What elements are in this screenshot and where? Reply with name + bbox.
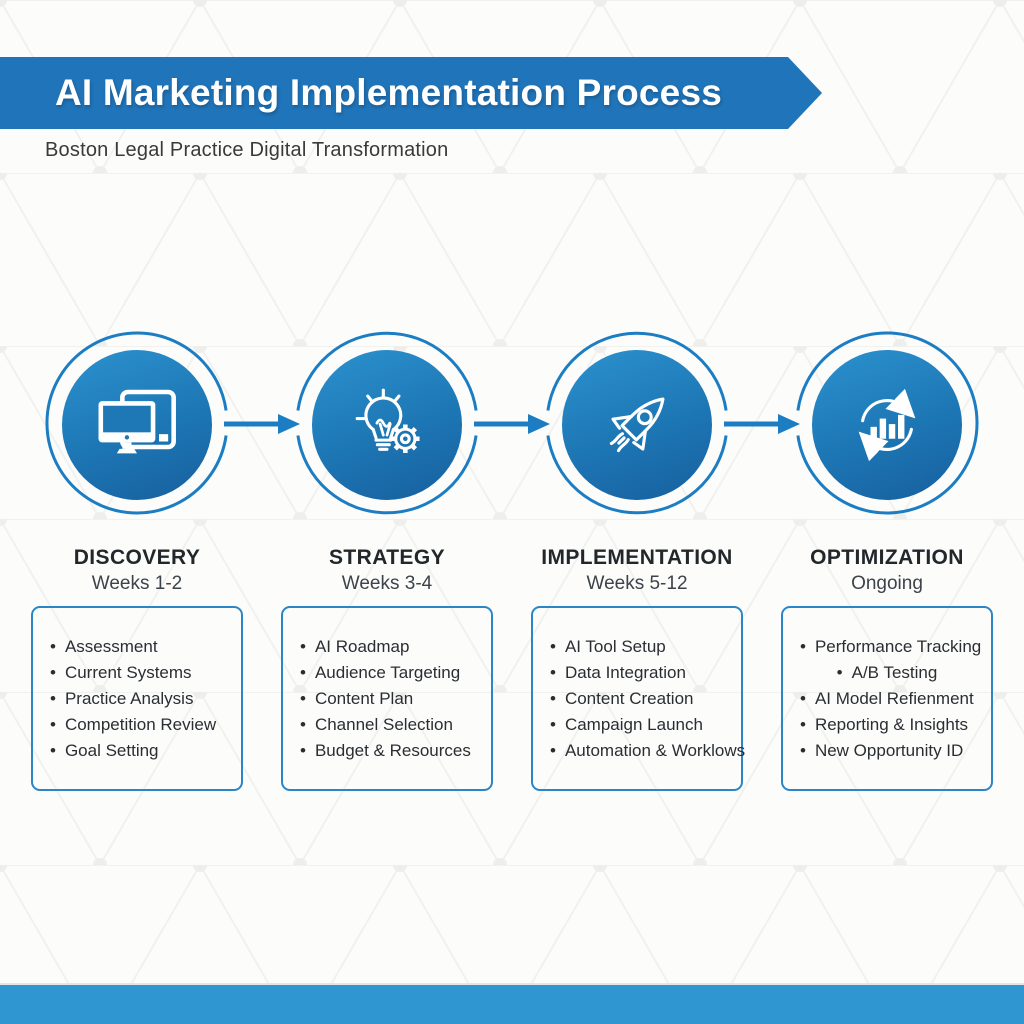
task-list-item: Competition Review — [50, 712, 241, 738]
stage-circle — [42, 328, 232, 518]
stage-circle — [542, 328, 732, 518]
stage-circle-fill — [562, 350, 712, 500]
task-list-item: Goal Setting — [50, 738, 241, 764]
task-list: AI RoadmapAudience TargetingContent Plan… — [300, 634, 491, 764]
task-list-item: Automation & Worklows — [550, 738, 745, 764]
stage-discovery: DISCOVERY Weeks 1-2 AssessmentCurrent Sy… — [12, 328, 262, 791]
flow-arrow-3 — [724, 414, 800, 434]
page-subtitle: Boston Legal Practice Digital Transforma… — [45, 139, 449, 161]
task-list: AI Tool SetupData IntegrationContent Cre… — [550, 634, 745, 764]
task-list-item: Practice Analysis — [50, 686, 241, 712]
rocket-icon — [609, 397, 665, 453]
chart-cycle-icon — [858, 388, 916, 462]
task-list-item: Campaign Launch — [550, 712, 741, 738]
stage-strategy: STRATEGY Weeks 3-4 AI RoadmapAudience Ta… — [262, 328, 512, 791]
task-list-item: Assessment — [50, 634, 241, 660]
task-list-item: Content Plan — [300, 686, 491, 712]
stage-circle — [792, 328, 982, 518]
stage-title: STRATEGY — [329, 546, 445, 569]
task-list-item: Budget & Resources — [300, 738, 491, 764]
task-list-item: Reporting & Insights — [800, 712, 991, 738]
circle-ring — [45, 331, 228, 515]
stage-task-box: AI Tool SetupData IntegrationContent Cre… — [531, 606, 745, 791]
stage-timeline: Weeks 3-4 — [341, 573, 433, 594]
page-title: AI Marketing Implementation Process — [55, 72, 723, 113]
stage-circle-fill — [812, 350, 962, 500]
stage-title: OPTIMIZATION — [810, 546, 964, 569]
process-stages-row: DISCOVERY Weeks 1-2 AssessmentCurrent Sy… — [12, 328, 1012, 791]
lightbulb-gear-icon — [355, 388, 420, 453]
stage-timeline: Weeks 1-2 — [91, 573, 183, 594]
task-list-item: Performance Tracking — [800, 634, 991, 660]
stage-title: DISCOVERY — [73, 546, 201, 569]
stage-timeline: Weeks 5-12 — [586, 573, 688, 594]
title-banner: AI Marketing Implementation Process — [0, 57, 822, 129]
task-list-item: AI Roadmap — [300, 634, 491, 660]
stage-circle — [292, 328, 482, 518]
stage-task-box: Performance TrackingA/B TestingAI Model … — [781, 606, 993, 791]
task-list-item: Content Creation — [550, 686, 741, 712]
stage-optimization: OPTIMIZATION Ongoing Performance Trackin… — [762, 328, 1012, 791]
stage-timeline: Ongoing — [851, 573, 923, 594]
stage-title: IMPLEMENTATION — [541, 546, 733, 569]
task-list-item: AI Model Refienment — [800, 686, 991, 712]
devices-icon — [98, 389, 176, 454]
stage-task-box: AI RoadmapAudience TargetingContent Plan… — [281, 606, 493, 791]
footer-bar — [0, 983, 1024, 1024]
circle-ring — [796, 331, 979, 515]
task-list-item: Audience Targeting — [300, 660, 491, 686]
circle-ring — [296, 331, 478, 515]
task-list-item: AI Tool Setup — [550, 634, 741, 660]
task-list: Performance TrackingA/B TestingAI Model … — [800, 634, 991, 764]
stage-circle-fill — [312, 350, 462, 500]
task-list-item: Data Integration — [550, 660, 741, 686]
flow-arrow-2 — [474, 414, 550, 434]
task-list-item: Channel Selection — [300, 712, 491, 738]
stage-implementation: IMPLEMENTATION Weeks 5-12 AI Tool SetupD… — [512, 328, 762, 791]
stage-task-box: AssessmentCurrent SystemsPractice Analys… — [31, 606, 243, 791]
task-list: AssessmentCurrent SystemsPractice Analys… — [50, 634, 241, 764]
task-list-item: New Opportunity ID — [800, 738, 991, 764]
task-list-item: A/B Testing — [800, 660, 991, 686]
flow-arrow-1 — [224, 414, 300, 434]
stage-circle-fill — [62, 350, 212, 500]
circle-ring — [546, 331, 728, 515]
task-list-item: Current Systems — [50, 660, 241, 686]
